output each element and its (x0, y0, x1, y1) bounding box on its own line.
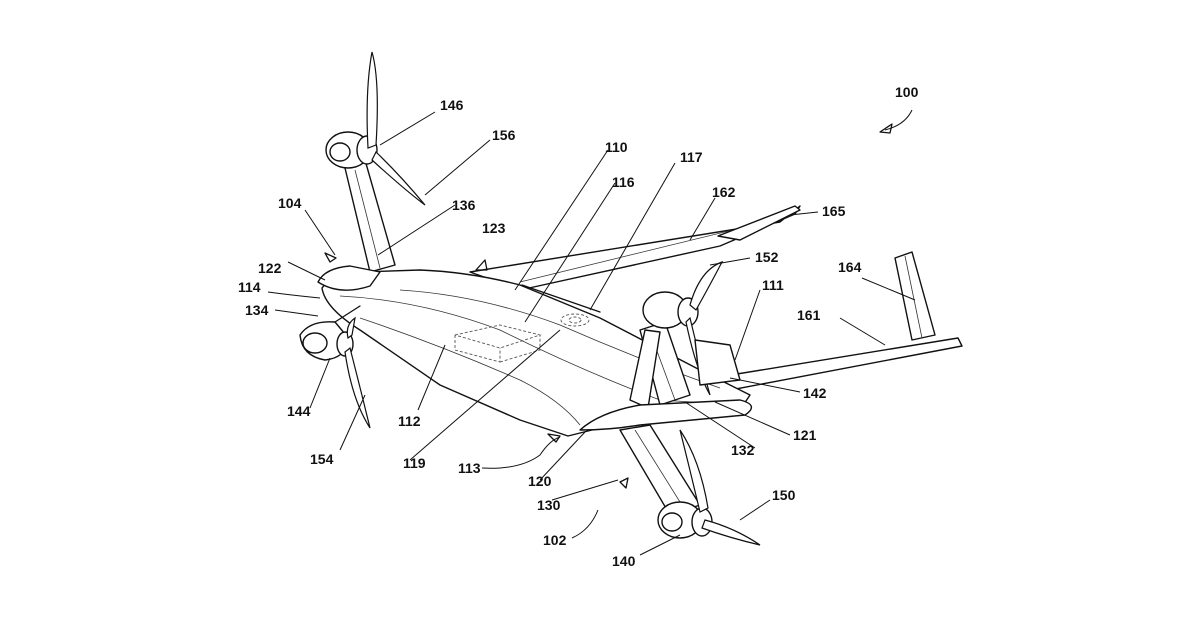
ref-164: 164 (838, 259, 862, 275)
ref-100: 100 (895, 84, 919, 100)
ref-156: 156 (492, 127, 516, 143)
ref-136: 136 (452, 197, 476, 213)
ref-161: 161 (797, 307, 821, 323)
ref-114: 114 (238, 279, 261, 295)
ref-165: 165 (822, 203, 846, 219)
ref-123: 123 (482, 220, 506, 236)
ref-113: 113 (458, 460, 481, 476)
ref-132: 132 (731, 442, 755, 458)
ref-111: 111 (762, 277, 784, 293)
ref-142: 142 (803, 385, 827, 401)
rotor-pylon-upper-left (326, 52, 425, 272)
ref-104: 104 (278, 195, 302, 211)
ref-119: 119 (403, 455, 426, 471)
ref-112: 112 (398, 413, 421, 429)
tail-boom-upper (470, 206, 800, 290)
ref-122: 122 (258, 260, 282, 276)
ref-146: 146 (440, 97, 464, 113)
ref-150: 150 (772, 487, 796, 503)
ref-162: 162 (712, 184, 736, 200)
ref-120: 120 (528, 473, 552, 489)
ref-121: 121 (793, 427, 817, 443)
aircraft-illustration (268, 52, 962, 555)
ref-102: 102 (543, 532, 567, 548)
ref-154: 154 (310, 451, 334, 467)
ref-116: 116 (612, 174, 635, 190)
ref-140: 140 (612, 553, 636, 569)
ref-144: 144 (287, 403, 311, 419)
ref-134: 134 (245, 302, 269, 318)
ref-117: 117 (680, 149, 703, 165)
tail-boom-lower (700, 252, 962, 392)
ref-130: 130 (537, 497, 561, 513)
ref-110: 110 (605, 139, 628, 155)
ref-152: 152 (755, 249, 779, 265)
